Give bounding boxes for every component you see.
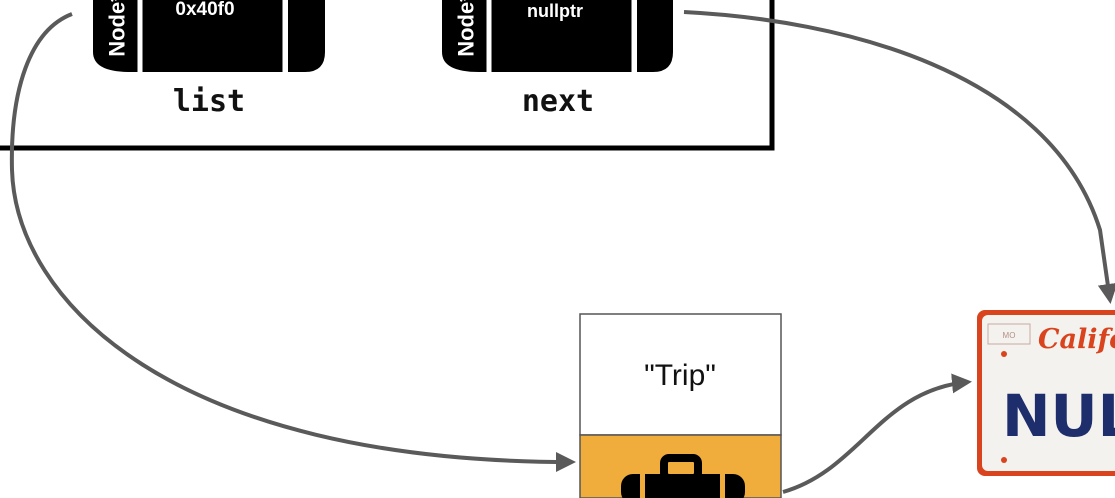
arrow-list-to-node <box>9 12 576 472</box>
heap-node-data-text: "Trip" <box>644 359 716 392</box>
stack-frame-border <box>0 0 775 151</box>
variable-list-right-tab <box>288 0 325 72</box>
arrow-next-to-null <box>683 10 1115 304</box>
plate-face <box>982 315 1115 471</box>
variable-next-value: nullptr <box>527 1 583 21</box>
plate-state-text: California <box>1038 324 1115 355</box>
variable-list-type-label: Node* <box>105 0 130 57</box>
variable-list-value: 0x40f0 <box>175 0 234 20</box>
plate-corner-tag-text: MO <box>1003 331 1016 340</box>
plate-number-text: NULL <box>1002 382 1115 450</box>
variable-list: Node* 0x40f0 list <box>93 0 325 119</box>
variable-next: Node* nullptr next <box>442 0 673 119</box>
heap-node: "Trip" <box>579 313 782 498</box>
variable-list-name: list <box>173 84 245 119</box>
variable-next-type-label: Node* <box>454 0 479 57</box>
variable-next-right-tab <box>637 0 673 72</box>
suitcase-icon <box>621 454 745 498</box>
variable-next-name: next <box>522 84 594 119</box>
null-license-plate: MO California NULL <box>977 310 1115 476</box>
plate-corner-tag <box>987 323 1031 345</box>
arrow-node-next-to-null <box>782 373 972 494</box>
